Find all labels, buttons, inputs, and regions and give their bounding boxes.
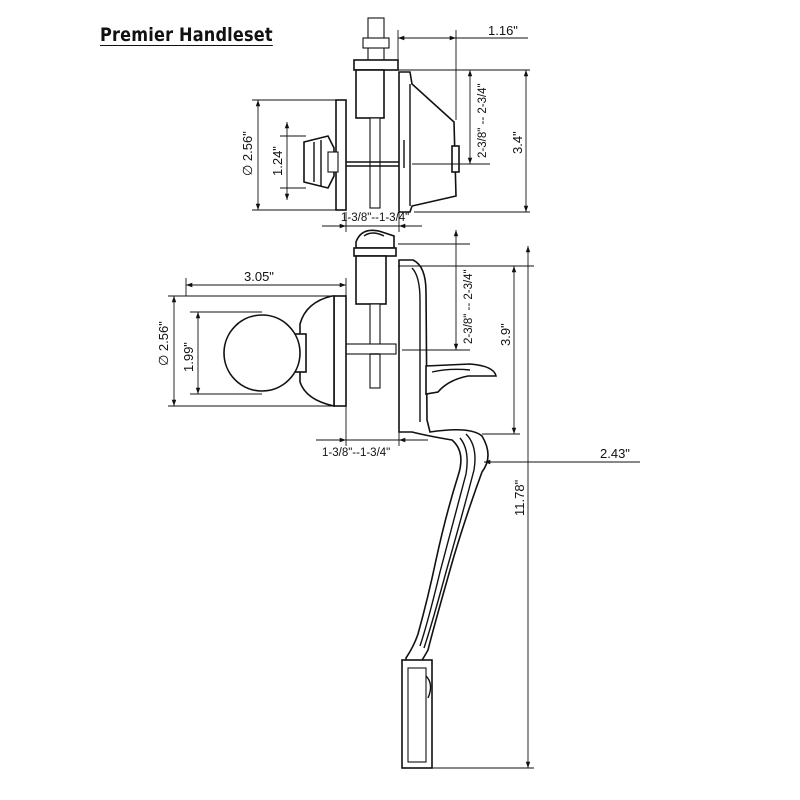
deadbolt-spindle-collar <box>362 37 390 49</box>
dim-deadbolt-door-thickness: 1-3/8"--1-3/4" <box>341 212 409 224</box>
dim-deadbolt-height: 3.4" <box>510 131 525 154</box>
dim-handleset-door-thickness: 1-3/8"--1-3/4" <box>322 447 390 459</box>
handleset-dimensions <box>168 230 640 769</box>
handleset-spindle <box>343 343 397 355</box>
deadbolt-key-cylinder <box>451 145 460 173</box>
dim-deadbolt-backset-range: 2-3/8" -- 2-3/4" <box>477 83 489 158</box>
handleset-knob-neck <box>299 295 335 407</box>
dim-handleset-knob-diameter: 1.99" <box>181 342 196 372</box>
deadbolt-turn-neck <box>327 151 339 173</box>
dim-handleset-grip-projection: 2.43" <box>600 446 630 461</box>
handleset-bottom-plate-inner <box>407 667 427 763</box>
dim-deadbolt-backset-width: 1.16" <box>488 23 518 38</box>
dim-handleset-rose-diameter: ∅ 2.56" <box>156 321 171 366</box>
deadbolt-dimensions <box>252 30 530 232</box>
handleset-latch-housing <box>355 255 387 305</box>
dim-handleset-overall-height: 11.78" <box>512 479 527 516</box>
handleset-assembly <box>223 229 497 769</box>
dim-deadbolt-turn-height: 1.24" <box>270 146 285 176</box>
handleset-thumb-piece <box>425 363 497 395</box>
deadbolt-exterior-escutcheon <box>398 71 457 213</box>
handleset-knob <box>223 314 301 392</box>
dim-handleset-knob-projection: 3.05" <box>244 269 274 284</box>
deadbolt-assembly <box>303 17 460 213</box>
dim-handleset-upper-height: 3.9" <box>498 323 513 346</box>
deadbolt-thumb-turn <box>303 135 335 189</box>
deadbolt-housing-cap <box>353 59 399 71</box>
dim-handleset-backset-range: 2-3/8" -- 2-3/4" <box>463 269 475 344</box>
page-title: Premier Handleset <box>100 24 273 46</box>
handleset-interior-rose <box>333 295 347 407</box>
deadbolt-housing <box>355 69 385 119</box>
dim-deadbolt-rose-diameter: ∅ 2.56" <box>240 131 255 176</box>
deadbolt-tailpiece <box>369 117 381 209</box>
handleset-latch-cap <box>353 247 397 257</box>
